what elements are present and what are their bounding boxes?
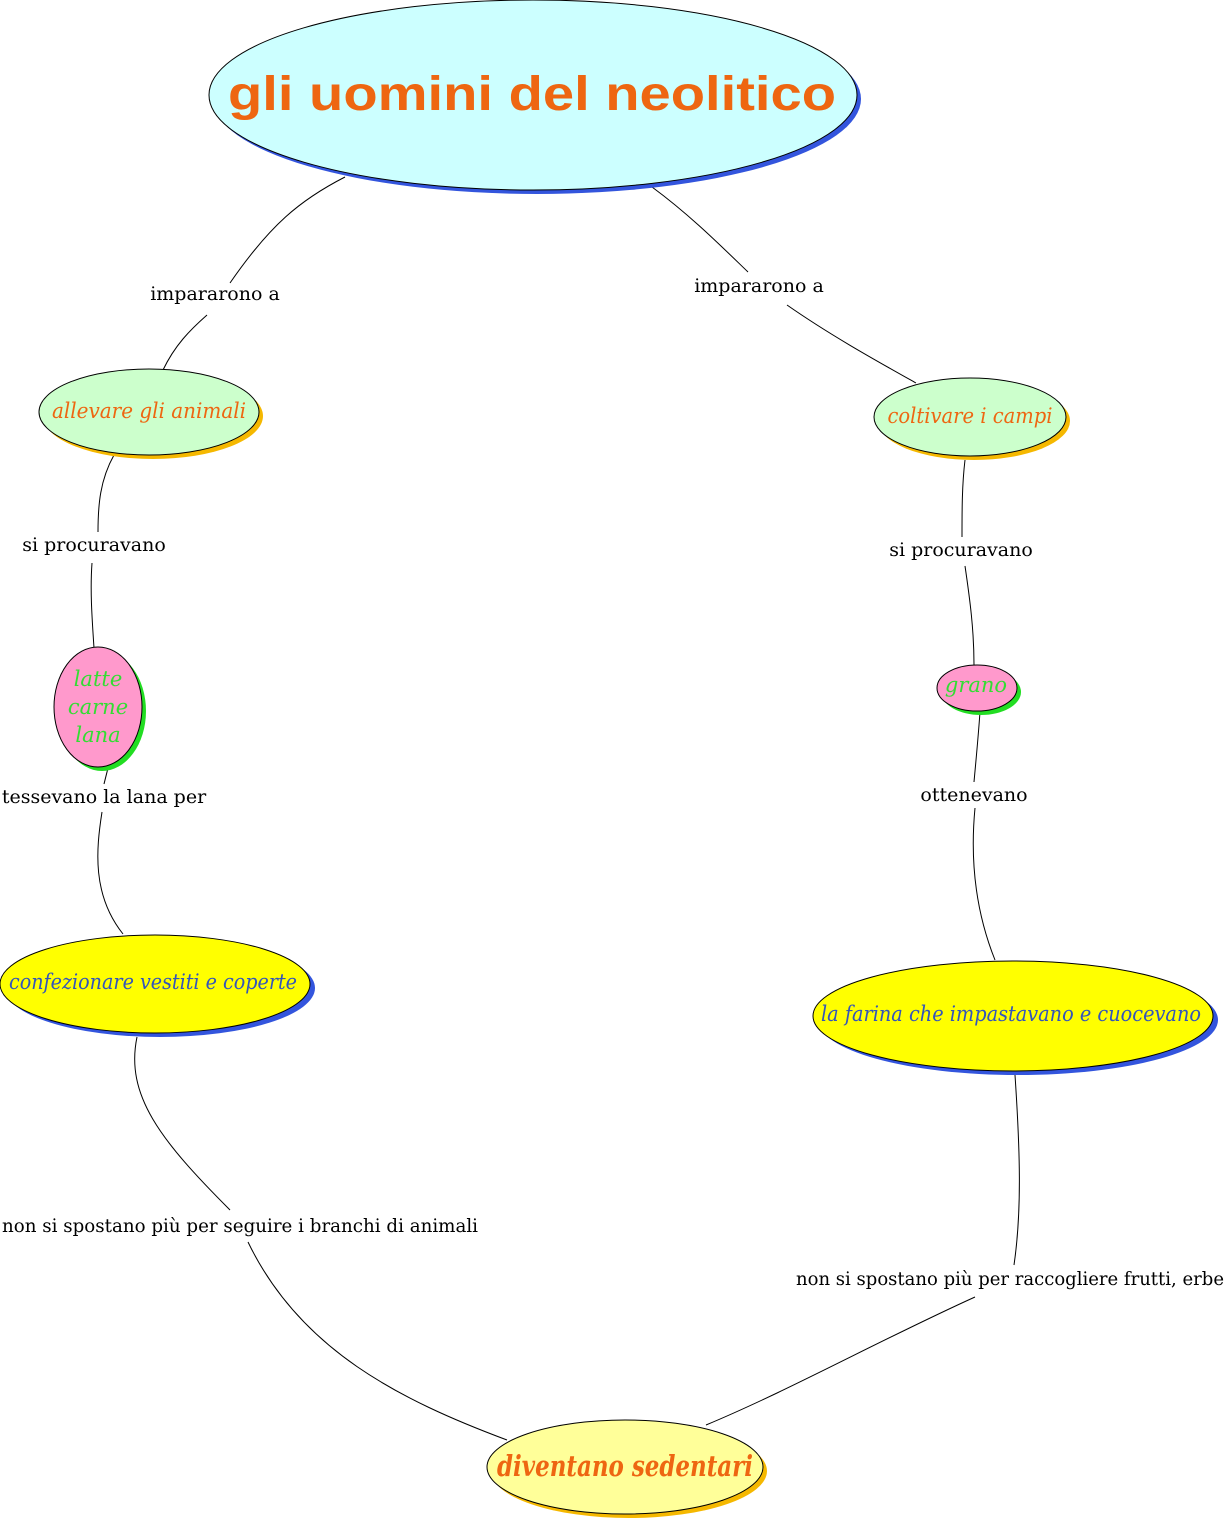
node-grano-text: grano (945, 673, 1007, 697)
node-farina: la farina che impastavano e cuocevano (812, 960, 1218, 1075)
node-confezionare: confezionare vestiti e coperte (0, 934, 315, 1037)
edge-confezionare-to-branchi (134, 1036, 231, 1211)
link-label-branchi: non si spostano più per seguire i branch… (2, 1215, 478, 1237)
edge-grano-to-ottenevano (973, 711, 981, 783)
node-coltivare-shape (873, 377, 1067, 457)
edge-procuravano-left-to-latte (90, 562, 95, 649)
edge-branchi-to-sedentari (247, 1241, 508, 1441)
node-coltivare-text: coltivare i campi (888, 404, 1053, 428)
node-grano: grano (936, 664, 1021, 715)
title-node: gli uomini del neolitico (208, 0, 861, 194)
node-sedentari-text: diventano sedentari (497, 1449, 753, 1483)
node-sedentari-shape (486, 1419, 764, 1515)
title-text: gli uomini del neolitico (228, 68, 836, 121)
node-latte-text-1: latte (74, 667, 123, 691)
node-farina-text: la farina che impastavano e cuocevano (821, 1002, 1201, 1026)
node-allevare-text: allevare gli animali (52, 399, 246, 423)
edge-frutti-to-sedentari (705, 1296, 976, 1426)
edge-ottenevano-to-farina (972, 807, 996, 961)
link-label-tessevano: tessevano la lana per (2, 786, 207, 808)
edge-impararono-right-to-coltivare (786, 304, 917, 384)
link-label-impararono-right: impararono a (694, 275, 824, 297)
node-confezionare-text: confezionare vestiti e coperte (9, 970, 297, 994)
link-label-frutti: non si spostano più per raccogliere frut… (796, 1268, 1224, 1290)
node-latte-shape (53, 646, 143, 768)
edge-allevare-to-procuravano-left (97, 454, 115, 533)
link-label-procuravano-left: si procuravano (22, 534, 166, 556)
link-label-ottenevano: ottenevano (920, 784, 1027, 806)
node-latte-text-3: lana (75, 723, 120, 747)
node-confezionare-shape (0, 934, 311, 1034)
edge-procuravano-right-to-grano (964, 565, 975, 666)
node-latte: latte carne lana (53, 646, 146, 771)
edge-farina-to-frutti (1013, 1074, 1020, 1266)
edge-latte-to-tessevano (103, 767, 109, 785)
link-label-impararono-left: impararono a (150, 283, 280, 305)
node-sedentari: diventano sedentari (486, 1419, 767, 1518)
node-grano-shape (936, 664, 1018, 712)
edge-title-to-impararono-right (651, 186, 749, 273)
node-allevare: allevare gli animali (38, 368, 263, 459)
edge-tessevano-to-confezionare (97, 811, 124, 935)
node-latte-text-2: carne (68, 695, 128, 719)
node-allevare-shape (38, 368, 260, 456)
node-farina-shape (812, 960, 1214, 1072)
title-node-shape (208, 0, 858, 191)
edge-title-to-impararono-left (229, 176, 346, 284)
link-label-procuravano-right: si procuravano (889, 539, 1033, 561)
edge-coltivare-to-procuravano-right (961, 459, 966, 538)
node-coltivare: coltivare i campi (873, 377, 1070, 460)
edge-impararono-left-to-allevare (162, 314, 208, 371)
